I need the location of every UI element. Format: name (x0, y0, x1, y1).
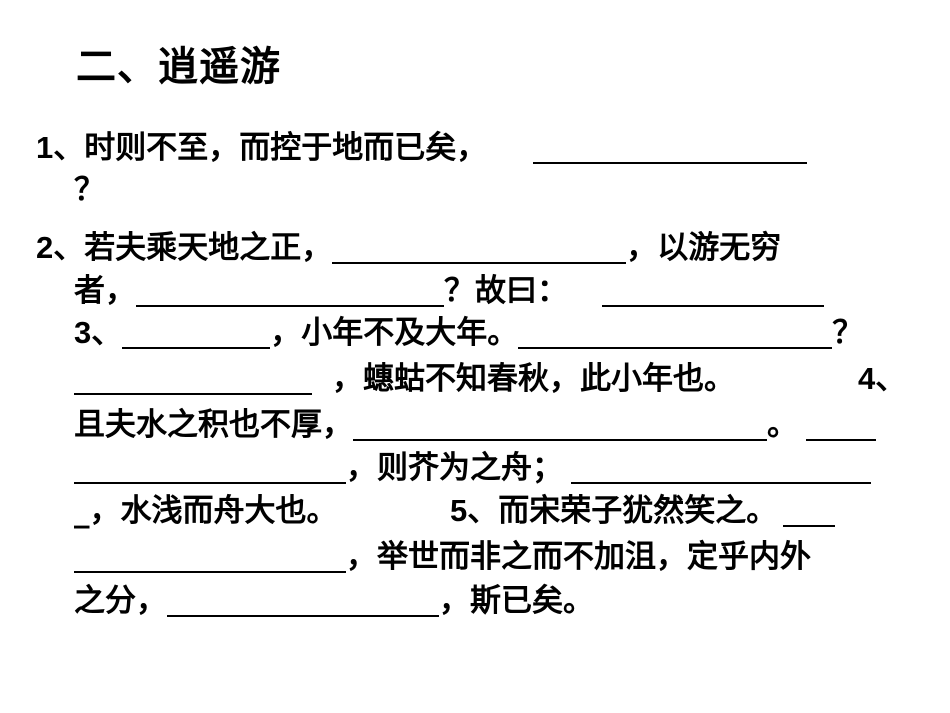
question-5-line-1: 5、而宋荣子犹然笑之。 (450, 491, 836, 531)
question-1-line-2: ？ (74, 170, 105, 210)
question-number: 3 (74, 315, 92, 350)
question-text: ？ (832, 315, 864, 351)
question-text: 。 (767, 407, 798, 443)
page-title: 二、逍遥游 (76, 44, 281, 90)
question-text: ，则芥为之舟； (346, 450, 563, 486)
question-3-line-1: 3、 ，小年不及大年。 ？ (74, 313, 863, 353)
answer-blank[interactable] (783, 495, 836, 527)
question-text: 、 (91, 315, 123, 351)
answer-blank[interactable] (167, 585, 439, 617)
answer-blank[interactable] (353, 409, 767, 441)
question-number: 1 (36, 130, 54, 165)
question-4-line-1: 4、 (858, 359, 906, 399)
question-text: ，举世而非之而不加沮，定乎内外 (346, 539, 811, 575)
question-3-line-2: ，蟪蛄不知春秋，此小年也。 (74, 359, 735, 399)
answer-blank[interactable] (518, 317, 833, 349)
question-number: 2 (36, 230, 54, 265)
question-text: 、 (875, 361, 907, 397)
question-text: 、若夫乘天地之正， (53, 230, 333, 266)
question-number: 4 (858, 361, 876, 396)
question-5-line-3: 之分， ，斯已矣。 (74, 581, 594, 621)
question-2-line-1: 2、若夫乘天地之正， ，以游无穷 (36, 228, 781, 268)
question-text: ？故曰： (444, 273, 568, 309)
question-text: 、时则不至，而控于地而已矣， (53, 130, 488, 166)
question-text: 、而宋荣子犹然笑之。 (467, 493, 778, 529)
answer-blank[interactable] (602, 275, 824, 307)
question-2-line-2: 者， ？故曰： (74, 271, 824, 311)
question-text: 之分， (74, 583, 167, 619)
question-text: ，以游无穷 (626, 230, 782, 266)
answer-blank[interactable] (74, 452, 346, 484)
answer-blank[interactable] (571, 452, 871, 484)
question-number: 5 (450, 493, 468, 528)
question-text: _，水浅而舟大也。 (74, 493, 338, 529)
question-5-line-2: ，举世而非之而不加沮，定乎内外 (74, 537, 811, 577)
question-1-line-1: 1、时则不至，而控于地而已矣， (36, 128, 808, 168)
question-text: ，斯已矣。 (439, 583, 594, 619)
answer-blank[interactable] (806, 409, 876, 441)
question-text: ？ (74, 172, 105, 208)
answer-blank[interactable] (136, 275, 444, 307)
question-4-line-2: 且夫水之积也不厚， 。 (74, 405, 876, 445)
answer-blank[interactable] (533, 132, 808, 164)
question-text: 者， (74, 273, 136, 309)
question-text: 且夫水之积也不厚， (74, 407, 353, 443)
answer-blank[interactable] (74, 363, 312, 395)
question-4-line-3: ，则芥为之舟； (74, 448, 871, 488)
question-4-line-4: _，水浅而舟大也。 (74, 491, 338, 531)
answer-blank[interactable] (122, 317, 271, 349)
question-text: ，小年不及大年。 (270, 315, 519, 351)
answer-blank[interactable] (74, 541, 346, 573)
question-text: ，蟪蛄不知春秋，此小年也。 (332, 361, 735, 397)
answer-blank[interactable] (332, 232, 627, 264)
